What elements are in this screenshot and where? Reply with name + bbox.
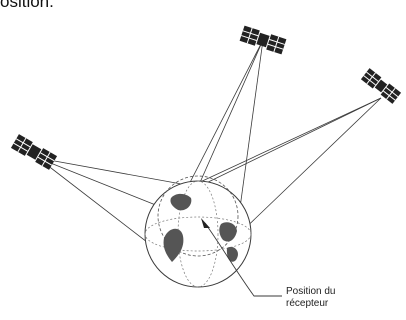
receiver-label-line2: récepteur (286, 298, 329, 309)
satellite-icon (360, 68, 402, 104)
caption-fragment: osition. (0, 0, 54, 11)
receiver-label-line1: Position du (286, 286, 336, 297)
signal-line (37, 157, 199, 188)
signal-line (37, 157, 161, 253)
globe-icon (144, 175, 252, 288)
satellite-icon (239, 25, 287, 55)
signal-line (197, 39, 264, 188)
signal-line (235, 97, 382, 238)
signal-line (197, 97, 382, 188)
receiver-pointer (201, 218, 282, 297)
satellite-icon (10, 134, 58, 170)
receiver-position-label: Position du récepteur (286, 286, 396, 310)
signal-line (169, 97, 382, 197)
